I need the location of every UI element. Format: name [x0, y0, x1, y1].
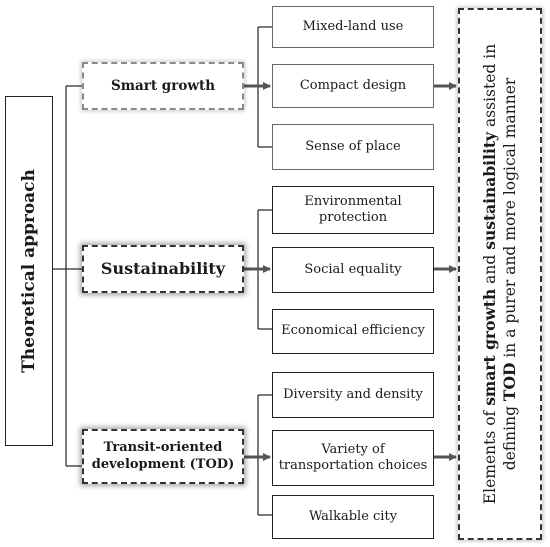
item-sense-of-place: Sense of place: [272, 124, 434, 170]
item-diversity-and-density: Diversity and density: [272, 372, 434, 418]
smart-growth-box: Smart growth: [82, 62, 244, 110]
item-walkable-city: Walkable city: [272, 495, 434, 539]
item-variety-of-transportation-choices: Variety of transportation choices: [272, 430, 434, 486]
item-social-equality: Social equality: [272, 247, 434, 293]
theoretical-approach-label: Theoretical approach: [19, 169, 39, 373]
result-bold-tod: TOD: [500, 362, 519, 402]
item-economical-efficiency: Economical efficiency: [272, 309, 434, 354]
item-compact-design: Compact design: [272, 64, 434, 108]
result-bold-smart-growth: smart growth: [479, 288, 499, 406]
result-part-1: Elements of: [480, 405, 499, 505]
result-text: Elements of smart growth and sustainabil…: [480, 19, 520, 529]
item-environmental-protection: Environmental protection: [272, 186, 434, 234]
item-mixed-land-use: Mixed-land use: [272, 6, 434, 48]
result-part-4: in a purer and more logical manner: [501, 77, 519, 363]
result-box: Elements of smart growth and sustainabil…: [458, 8, 542, 540]
tod-box: Transit-oriented development (TOD): [82, 429, 244, 484]
result-bold-sustainability: sustainability: [479, 131, 499, 250]
result-part-2: and: [480, 249, 499, 289]
theoretical-approach-box: Theoretical approach: [5, 96, 53, 446]
sustainability-box: Sustainability: [82, 245, 244, 293]
